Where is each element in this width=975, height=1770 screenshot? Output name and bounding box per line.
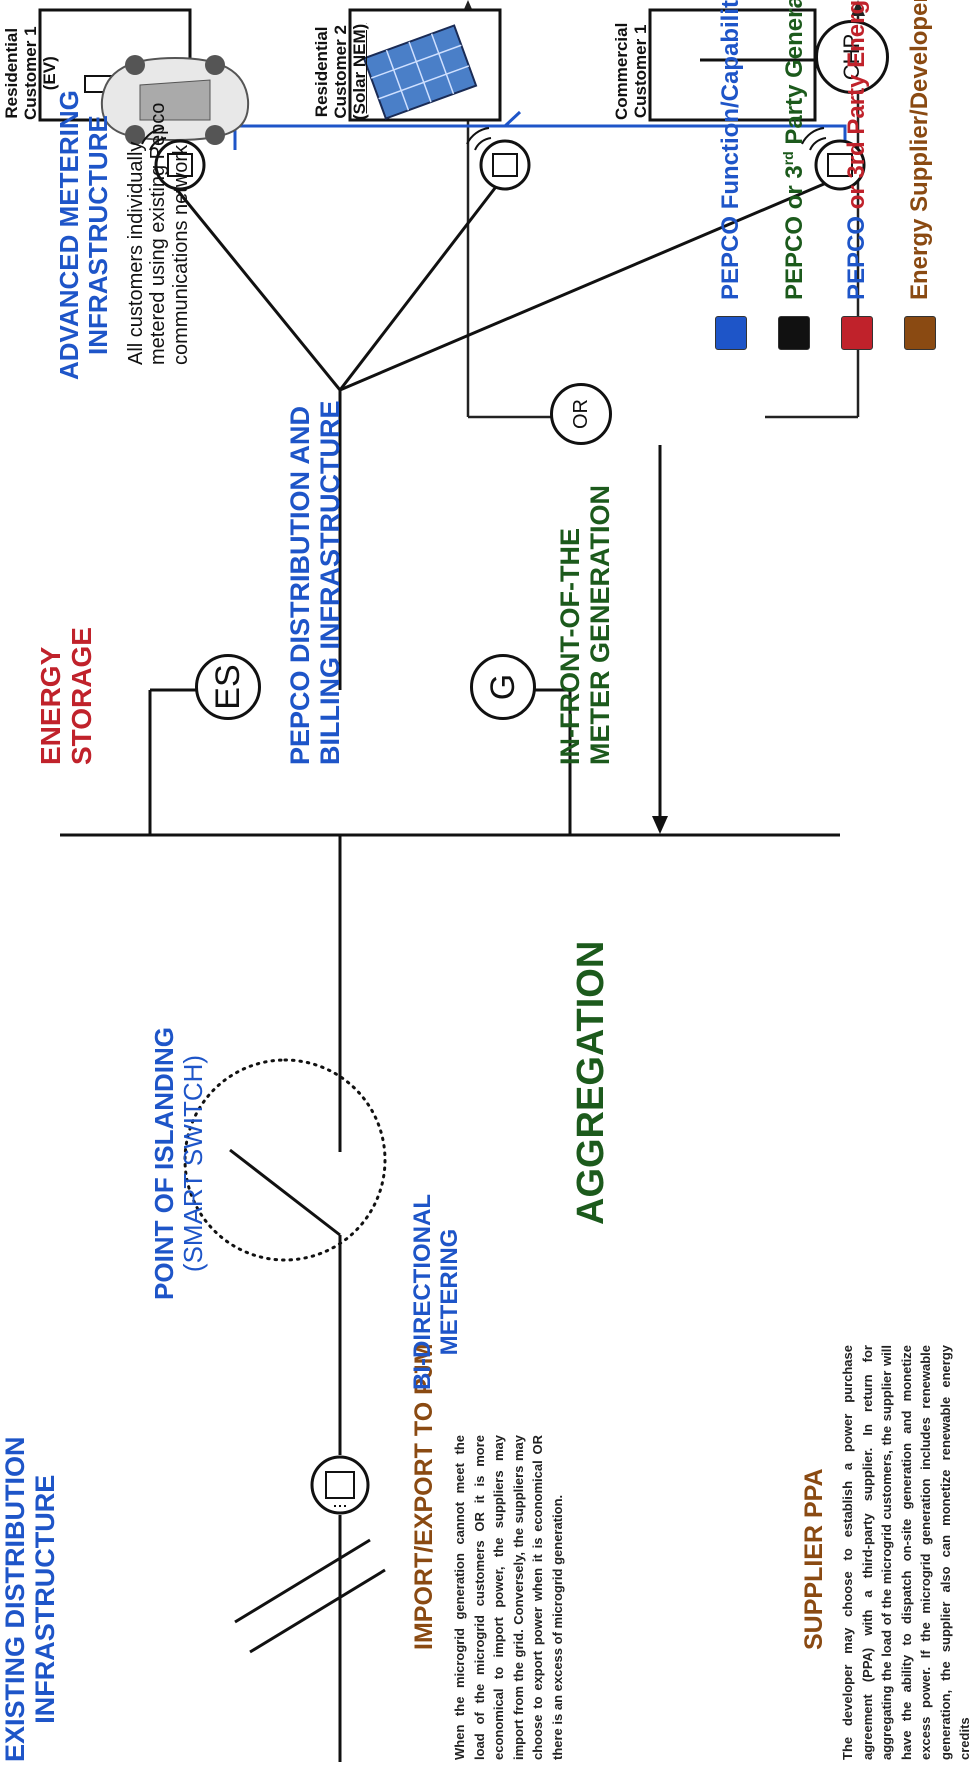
solar-panel-icon xyxy=(362,24,478,120)
existing-infrastructure-label: EXISTING DISTRIBUTION INFRASTRUCTURE xyxy=(0,1436,61,1762)
ami-brace xyxy=(233,124,847,150)
customer-3-label: Commercial Customer 1 xyxy=(612,22,651,120)
supplier-ppa-description: The developer may choose to establish a … xyxy=(840,1345,972,1760)
in-front-generation-label: IN-FRONT-OF-THE METER GENERATION xyxy=(555,484,616,765)
ami-description: All customers individually metered using… xyxy=(125,102,192,365)
customer-2-label: Residential Customer 2 (Solar NEM) xyxy=(312,23,370,120)
import-export-description: When the microgrid generation cannot mee… xyxy=(452,1435,565,1760)
legend-swatch-supplier xyxy=(904,316,936,350)
aggregation-arrowhead xyxy=(652,816,668,834)
switch-blade xyxy=(229,1148,341,1237)
customer-meter-2-icon xyxy=(466,127,531,191)
aggregation-label: AGGREGATION xyxy=(570,940,612,1225)
feeder-to-customer-1 xyxy=(163,174,342,391)
customer-1-label: Residential Customer 1 (EV) xyxy=(2,26,60,120)
bidirectional-meter-icon xyxy=(310,1455,370,1515)
supplier-ppa-title: SUPPLIER PPA xyxy=(800,1468,828,1650)
break-mark-1 xyxy=(249,1568,386,1654)
legend-swatch-storage xyxy=(841,316,873,350)
feeder-to-customer-3 xyxy=(339,173,846,392)
legend-item-supplier: Energy Supplier/Developer xyxy=(904,0,936,350)
es-node: ES xyxy=(195,654,261,720)
pepco-distribution-label: PEPCO DISTRIBUTION AND BILLING INFRASTRU… xyxy=(285,400,346,765)
ev-car-icon xyxy=(100,55,250,145)
legend-item-generation: PEPCO or 3rd Party Generation xyxy=(778,0,810,350)
feeder-to-customer-2 xyxy=(338,174,507,391)
legend-item-storage: PEPCO or 3rd Party Energy Storage xyxy=(841,0,873,350)
or-node: OR xyxy=(550,383,612,445)
ami-title: ADVANCED METERING INFRASTRUCTURE xyxy=(54,90,114,380)
g-node: G xyxy=(470,654,536,720)
legend-swatch-pepco xyxy=(715,316,747,350)
islanding-zone-circle xyxy=(183,1058,387,1262)
legend-label-storage: PEPCO or 3rd Party Energy Storage xyxy=(843,0,870,300)
legend-label-pepco: PEPCO Function/Capability/Infrastructure xyxy=(717,0,744,300)
legend-item-pepco: PEPCO Function/Capability/Infrastructure xyxy=(715,0,747,350)
legend-label-generation: PEPCO or 3rd Party Generation xyxy=(779,0,808,300)
ppa-arrowhead xyxy=(851,0,865,16)
customer-meter-1-icon xyxy=(141,127,206,191)
bidirectional-metering-label: BI-DIRECTIONAL METERING xyxy=(409,1194,463,1390)
legend-swatch-generation xyxy=(778,316,810,350)
point-of-islanding-label: POINT OF ISLANDING (SMART SWITCH) xyxy=(149,1027,209,1300)
smart-switch-label: (SMART SWITCH) xyxy=(178,1054,209,1273)
break-mark-2 xyxy=(234,1538,371,1624)
customer-meter-3-icon xyxy=(801,127,866,191)
energy-storage-label: ENERGY STORAGE xyxy=(35,627,98,765)
legend-label-supplier: Energy Supplier/Developer xyxy=(906,0,933,300)
